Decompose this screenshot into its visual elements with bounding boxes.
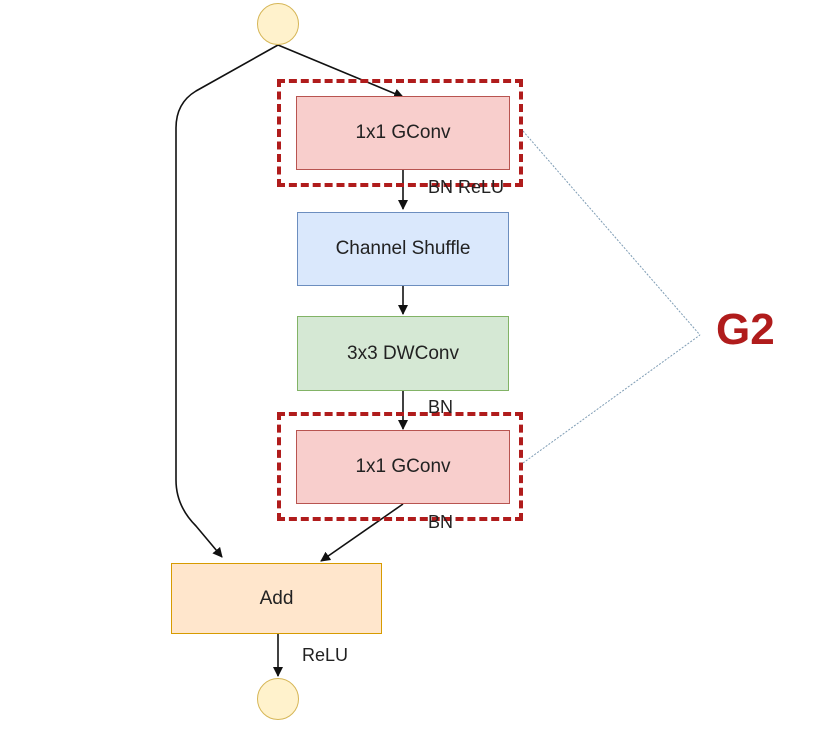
- add-block: Add: [171, 563, 382, 634]
- gconv-block-2-label: 1x1 GConv: [355, 456, 451, 477]
- group-connector-bottom: [522, 334, 701, 464]
- gconv-block-2: 1x1 GConv: [296, 430, 510, 504]
- g2-group-outline-bottom: [277, 412, 523, 521]
- group-connector-top: [522, 130, 701, 336]
- channel-shuffle-block-label: Channel Shuffle: [335, 238, 471, 259]
- edge-gconv2-to-add: [320, 503, 404, 562]
- gconv-block-1: 1x1 GConv: [296, 96, 510, 170]
- g2-group-outline-top: [277, 79, 523, 187]
- edge-label-bn-relu: BN ReLU: [428, 177, 505, 197]
- edge-label-bn-1: BN: [428, 397, 454, 417]
- gconv-block-1-label: 1x1 GConv: [355, 122, 451, 143]
- g2-group-label: G2: [716, 305, 775, 354]
- add-block-label: Add: [259, 587, 294, 609]
- edge-label-bn-2: BN: [428, 512, 454, 532]
- dwconv-block-label: 3x3 DWConv: [347, 342, 459, 364]
- edge-input-to-gconv1: [277, 44, 404, 99]
- channel-shuffle-block: Channel Shuffle: [297, 212, 509, 286]
- input-node: [257, 3, 299, 45]
- edge-label-relu: ReLU: [302, 645, 349, 665]
- output-node: [257, 678, 299, 720]
- edge-shortcut: [175, 44, 279, 558]
- dwconv-block: 3x3 DWConv: [297, 316, 509, 391]
